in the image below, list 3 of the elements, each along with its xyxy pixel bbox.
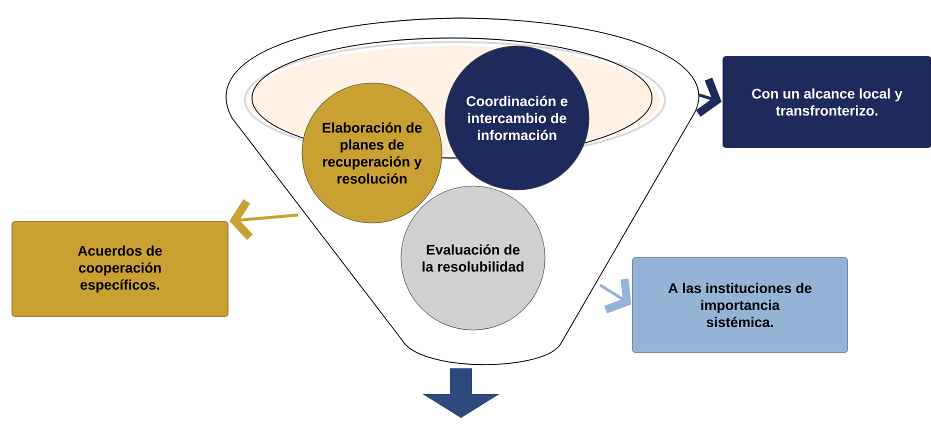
result-box: Acuerdos de cooperación específicos. (12, 221, 228, 317)
result-box: Con un alcance local y transfronterizo. (722, 56, 931, 148)
result-box: A las instituciones de importancia sistémica. (632, 257, 848, 353)
